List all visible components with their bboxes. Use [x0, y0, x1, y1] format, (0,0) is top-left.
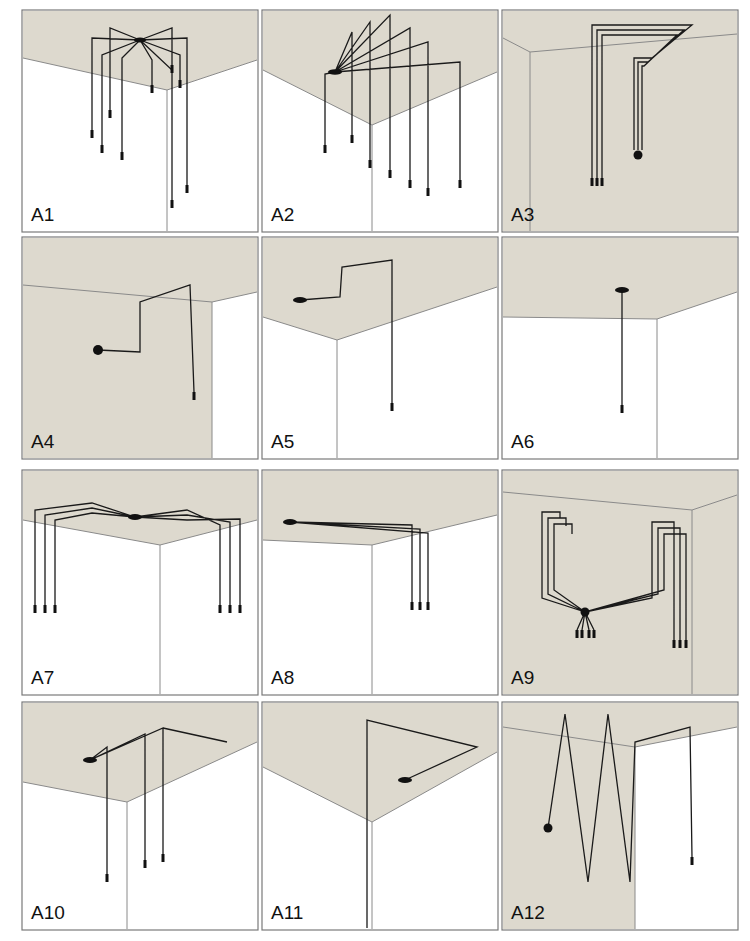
cord: [548, 714, 692, 882]
panel-label: A6: [509, 432, 536, 453]
cord: [92, 28, 187, 200]
cord: [90, 728, 227, 874]
cord: [325, 15, 460, 188]
panel-label: A1: [29, 205, 56, 226]
panel-label: A9: [509, 668, 536, 689]
cord: [98, 285, 194, 392]
panel-a12: [502, 702, 738, 930]
panel-a9: [502, 470, 738, 695]
panel-a4: [22, 237, 258, 459]
panel-a2: [262, 10, 498, 232]
panel-a7: [22, 470, 258, 695]
cord: [290, 522, 428, 602]
panel-label: A11: [269, 903, 305, 924]
panel-label: A2: [269, 205, 296, 226]
panel-a1: [22, 10, 258, 232]
panel-a8: [262, 470, 498, 695]
cord: [542, 512, 686, 640]
panel-label: A4: [29, 432, 56, 453]
panel-a11: [262, 702, 498, 930]
cord: [621, 290, 622, 405]
panel-a6: [502, 237, 738, 459]
cord: [35, 503, 240, 605]
panel-a5: [262, 237, 498, 459]
cord: [300, 260, 392, 403]
panel-label: A5: [269, 432, 296, 453]
panel-label: A10: [29, 903, 67, 924]
panel-label: A12: [509, 903, 547, 924]
panel-a10: [22, 702, 258, 930]
panel-label: A3: [509, 205, 536, 226]
cord: [592, 25, 692, 178]
panel-label: A8: [269, 668, 296, 689]
panel-label: A7: [29, 668, 56, 689]
cord: [367, 720, 477, 928]
panel-a3: [502, 10, 738, 232]
